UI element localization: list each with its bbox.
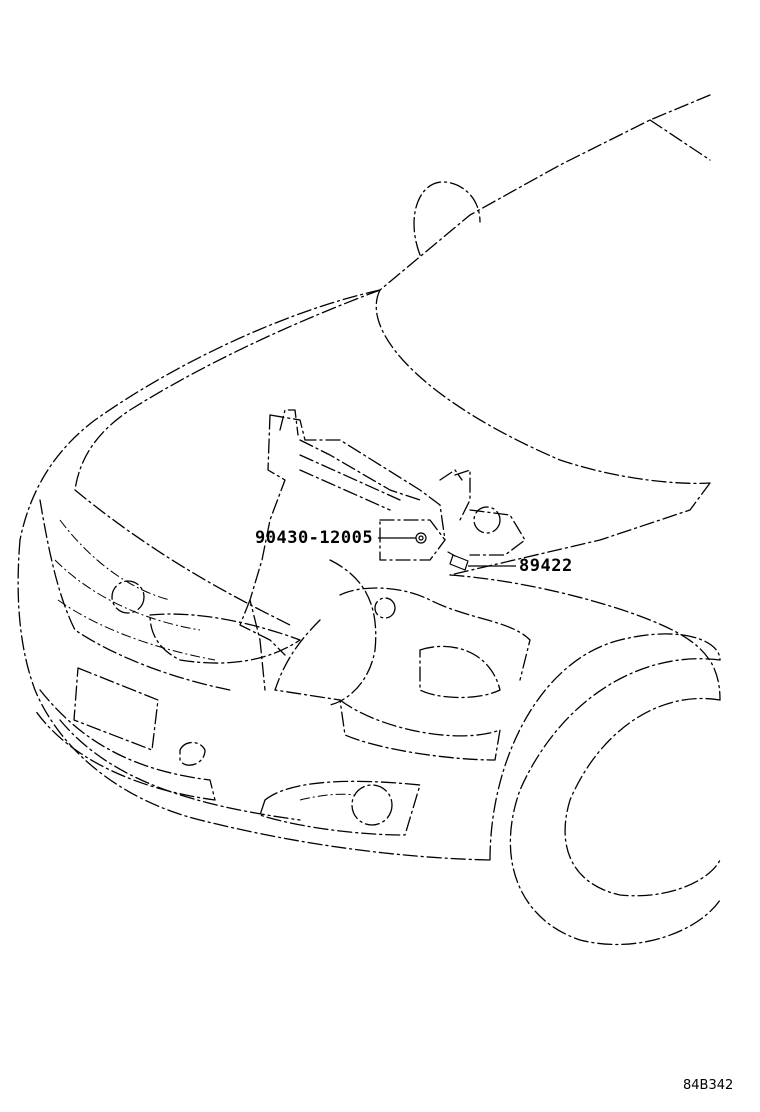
engine-assembly	[239, 409, 531, 761]
sensor-part-number-label: 89422	[519, 556, 573, 576]
grille-slat-1	[59, 519, 171, 601]
bumper-lower	[59, 719, 301, 821]
tow-hook-cover	[179, 741, 206, 766]
windshield-outline	[379, 94, 711, 291]
diagram-reference-code: 84B342	[683, 1078, 734, 1093]
license-plate-outline	[73, 667, 159, 751]
fog-lamp-housing	[259, 780, 421, 836]
wheel-arch	[489, 633, 721, 861]
grille-slat-2	[54, 559, 201, 631]
hood-side-edge	[449, 482, 711, 576]
tire-inner	[564, 697, 721, 897]
lower-intake	[34, 689, 216, 801]
hood-crease	[375, 289, 711, 485]
hood-front-edge	[74, 489, 291, 626]
body-top-line	[19, 289, 381, 541]
grille-outline	[39, 499, 231, 691]
bolt-90430-12005	[415, 532, 427, 544]
fog-lamp-inner	[299, 793, 356, 801]
fog-lamp	[351, 784, 393, 826]
side-mirror-outline	[413, 181, 481, 256]
tire-outline	[509, 658, 721, 946]
bumper-outline	[17, 539, 491, 861]
hood-outline	[74, 289, 381, 491]
fender-outline	[449, 574, 721, 701]
headlight-outline	[149, 613, 301, 664]
bolt-part-number-label: 90430-12005	[255, 528, 374, 548]
grille-slat-3	[57, 599, 216, 661]
emblem	[111, 580, 145, 614]
sensor-89422	[447, 551, 469, 571]
windshield-corner	[649, 119, 711, 161]
